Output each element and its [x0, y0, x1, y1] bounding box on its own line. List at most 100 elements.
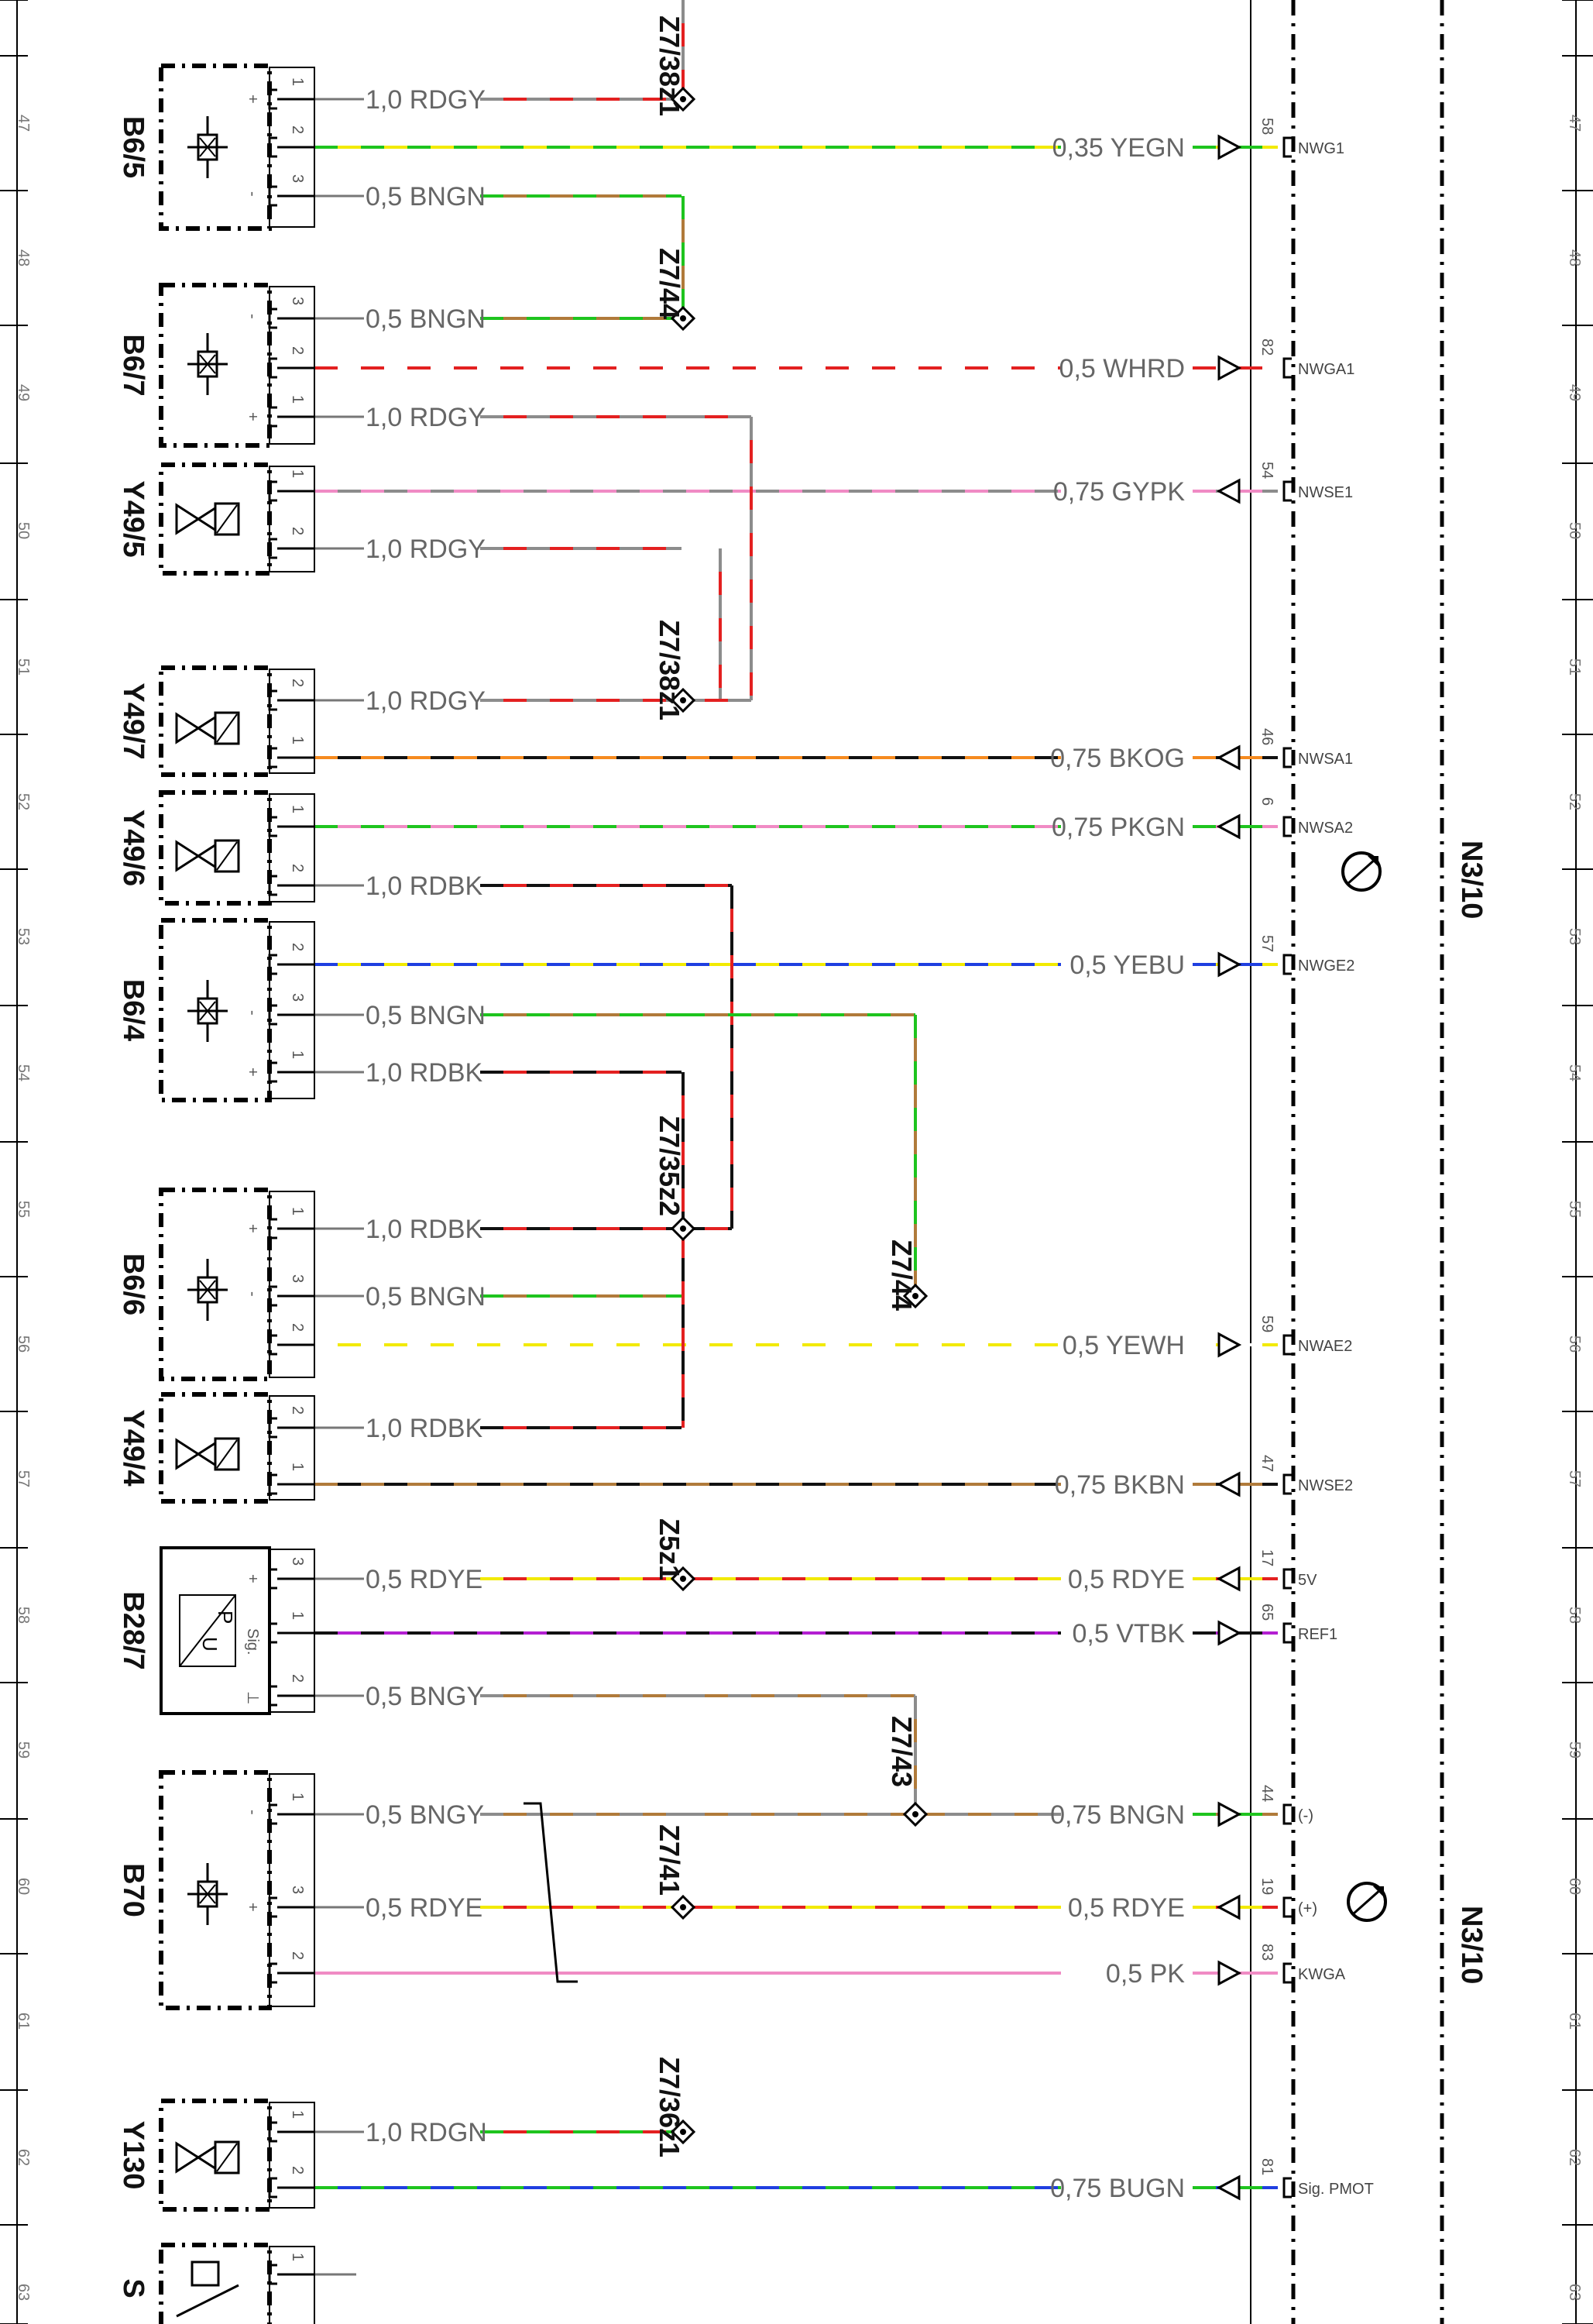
pin-polarity: Sig.	[244, 1628, 261, 1655]
component-b6-5-pin-3	[268, 185, 277, 207]
pin-polarity: +	[244, 1067, 261, 1077]
ecu-pin-number: 81	[1258, 2158, 1275, 2175]
component-b28-7-pin-3	[268, 1568, 277, 1590]
component-y49-6-pin-number: 2	[289, 864, 306, 872]
wire-left-label: 1,0 RDGN	[366, 2118, 487, 2147]
pin-polarity: -	[244, 1010, 261, 1016]
pin-polarity: -	[244, 314, 261, 319]
splice-label: Z7/36z1	[654, 2057, 685, 2157]
wire-left-label: 1,0 RDGY	[366, 535, 486, 564]
component-y130-label: Y130	[117, 2121, 149, 2190]
wire-direction-arrow	[1217, 1332, 1242, 1358]
ecu-pin-bracket	[1282, 136, 1292, 158]
grid-number: 50	[15, 522, 32, 539]
grid-number: 57	[15, 1470, 32, 1487]
ecu-signal-label: KWGA	[1298, 1966, 1346, 1983]
component-y49-7-pin-number: 1	[289, 736, 306, 744]
component-b28-7-pu-icon-diag	[179, 1594, 236, 1667]
component-s-pin-1	[268, 2264, 277, 2285]
component-y49-4-coil-icon-slash	[216, 1439, 238, 1469]
component-y49-6-pinstrip	[269, 793, 315, 902]
component-y49-7-pin-number: 2	[289, 679, 306, 687]
component-y130-pinstrip	[269, 2102, 315, 2209]
component-y49-5-pin-number: 1	[289, 469, 306, 478]
component-y49-7-pinstrip	[269, 669, 315, 774]
control-unit-icon	[1347, 1882, 1387, 1922]
component-b6-7-pin-number: 2	[289, 346, 306, 355]
wire-left-label: 1,0 RDBK	[366, 1414, 482, 1443]
component-b6-5-label: B6/5	[117, 116, 149, 178]
pin-polarity: +	[244, 95, 261, 104]
wire-left-label: 0,5 BNGY	[366, 1682, 484, 1711]
component-b6-6-pin-2	[268, 1334, 277, 1356]
wire-direction-arrow	[1216, 2174, 1241, 2201]
component-y49-7-label: Y49/7	[117, 682, 149, 759]
control-unit-icon-arrow	[1373, 1886, 1384, 1897]
splice-point-dot	[680, 315, 686, 321]
component-y130-valve-icon	[175, 2141, 201, 2174]
component-y49-5-label: Y49/5	[117, 480, 149, 557]
control-unit-icon-arrow	[1368, 856, 1378, 867]
control-unit-icon	[1341, 851, 1382, 892]
splice-label: Z7/38z1	[654, 15, 685, 116]
wire-right-label: 0,5 YEBU	[1069, 951, 1185, 980]
ecu-signal-label: NWSE1	[1298, 484, 1353, 501]
wire-right-label: 0,75 BKBN	[1055, 1470, 1185, 1500]
ecu-pin-number: 54	[1258, 462, 1275, 479]
component-b6-4-pin-number: 3	[289, 993, 306, 1002]
ecu-pin-number: 19	[1258, 1878, 1275, 1895]
grid-number: 60	[15, 1878, 32, 1895]
grid-number: 57	[1566, 1470, 1583, 1487]
pin-polarity: ⊥	[244, 1691, 261, 1704]
wire-direction-arrow	[1216, 1894, 1241, 1920]
component-s-switch-icon-lever	[176, 2284, 239, 2318]
grid-number: 58	[1566, 1607, 1583, 1624]
component-y49-4-valve-icon	[175, 1438, 201, 1470]
component-s-box	[159, 2243, 272, 2324]
wire-left-label: 0,5 BNGN	[366, 304, 486, 334]
wire-direction-arrow	[1216, 478, 1241, 504]
splice-label: Z7/44	[886, 1239, 918, 1311]
component-b6-6-pin-number: 2	[289, 1323, 306, 1332]
wire-left-label: 1,0 RDGY	[366, 403, 486, 432]
grid-number: 54	[15, 1064, 32, 1081]
component-y49-5-valve-icon	[175, 503, 201, 535]
ecu-signal-label: NWSA2	[1298, 820, 1353, 837]
wire-left-label: 1,0 RDBK	[366, 871, 482, 901]
component-y49-5-pinstrip	[269, 466, 315, 572]
ecu-label: N3/10	[1455, 1906, 1488, 1984]
component-b70-pin-number: 2	[289, 1951, 306, 1960]
ecu-signal-label: (+)	[1298, 1900, 1317, 1917]
component-y49-6-label: Y49/6	[117, 810, 149, 886]
component-b70-pin-1	[268, 1803, 277, 1825]
splice-label: Z7/43	[886, 1716, 918, 1787]
component-b6-5-pin-number: 1	[289, 77, 306, 86]
grid-number: 59	[1566, 1741, 1583, 1758]
component-b28-7-pin-number: 3	[289, 1557, 306, 1566]
component-b6-5-pin-number: 2	[289, 125, 306, 134]
grid-number: 53	[1566, 928, 1583, 945]
component-b6-7-pin-2	[268, 357, 277, 379]
grid-number: 49	[15, 384, 32, 401]
wire-right-label: 0,35 YEGN	[1052, 133, 1185, 163]
component-y130-pin-number: 1	[289, 2110, 306, 2119]
component-b28-7-pin-number: 2	[289, 1674, 306, 1683]
component-b6-7-label: B6/7	[117, 334, 149, 396]
component-y130-pin-1	[268, 2121, 277, 2143]
wire-left-label: 1,0 RDGY	[366, 85, 486, 115]
ecu-pin-number: 46	[1258, 728, 1275, 745]
component-y49-5-coil-icon-slash	[216, 504, 238, 534]
component-y49-6-pin-1	[268, 816, 277, 837]
grid-number: 59	[15, 1741, 32, 1758]
component-y49-7-pin-1	[268, 747, 277, 768]
splice-point-dot	[680, 1576, 686, 1582]
component-y130-pin-2	[268, 2177, 277, 2199]
ecu-pin-bracket	[1282, 1803, 1292, 1825]
wire-right-label: 0,75 BKOG	[1050, 744, 1185, 773]
ecu-pin-number: 59	[1258, 1315, 1275, 1332]
component-b28-7-pin-2	[268, 1685, 277, 1707]
grid-number: 47	[1566, 115, 1583, 132]
component-b6-4-pin-1	[268, 1061, 277, 1083]
